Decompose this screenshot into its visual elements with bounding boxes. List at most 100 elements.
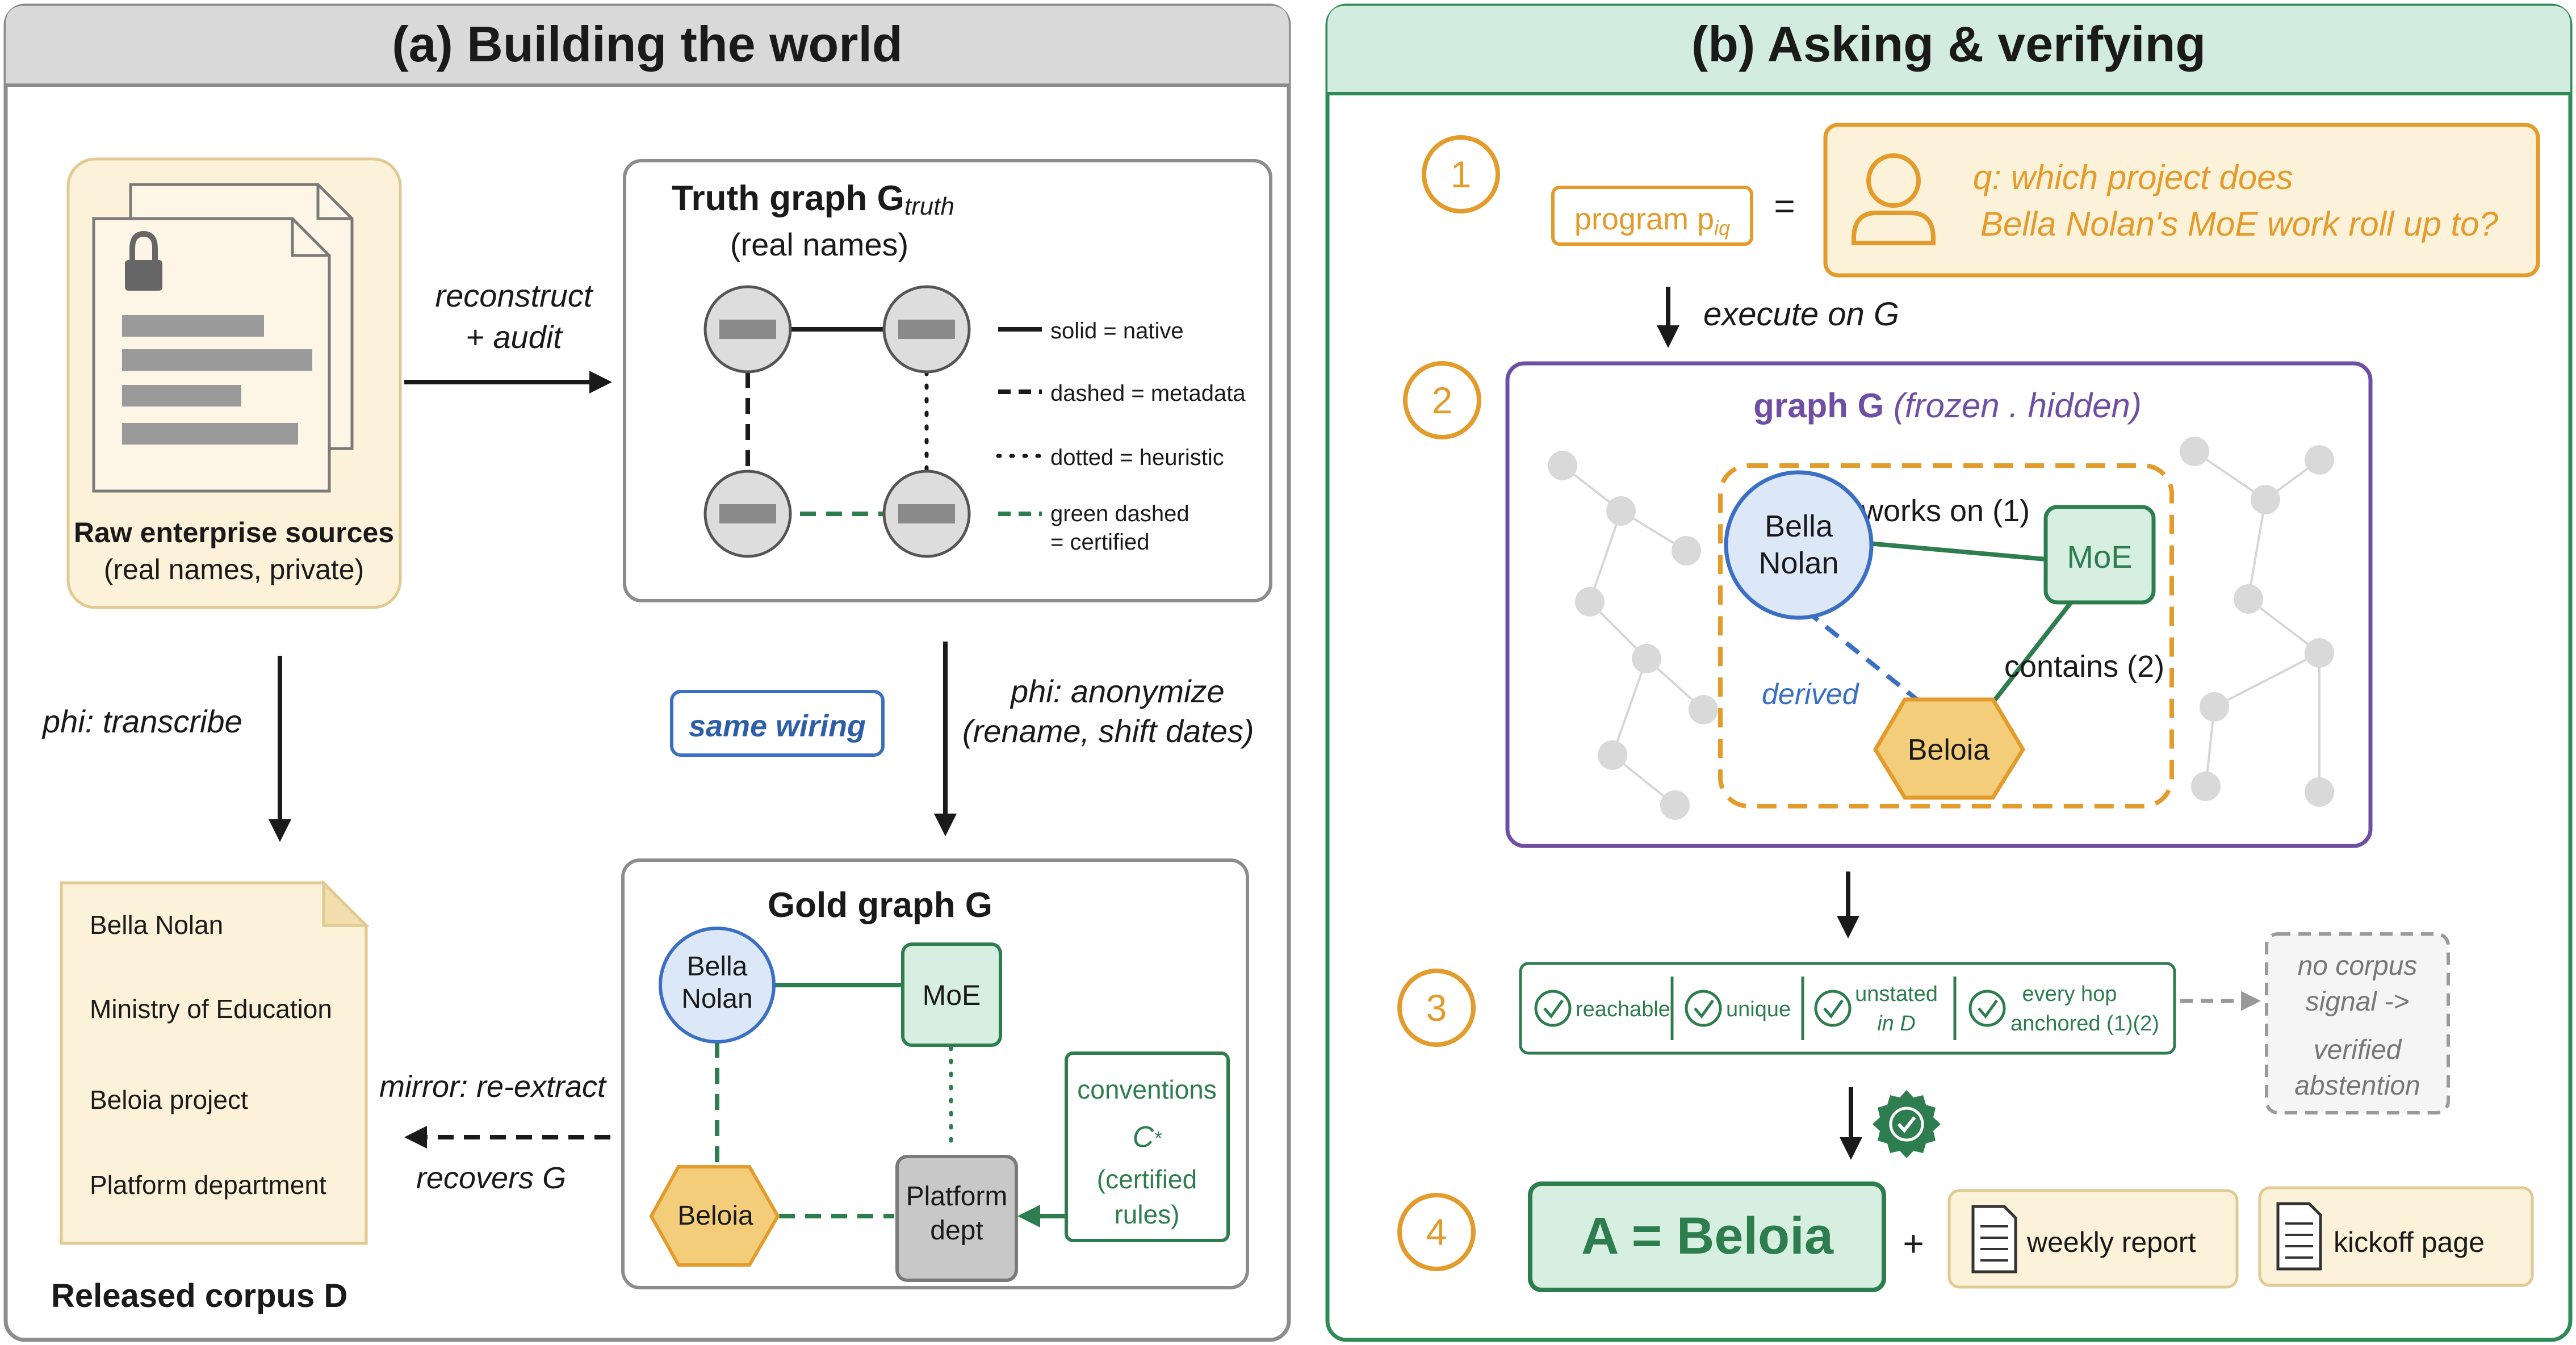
svg-text:2: 2 [1432, 379, 1453, 421]
svg-text:MoE: MoE [2067, 539, 2132, 575]
checks-bar: reachable unique unstated in D every hop… [1519, 962, 2176, 1055]
document-icon [2276, 1202, 2322, 1271]
check-icon [1968, 990, 2006, 1027]
truth-graph-legend: solid = native dashed = metadata dotted … [996, 319, 1246, 555]
corpus-item: Platform department [90, 1170, 326, 1200]
svg-text:dotted = heuristic: dotted = heuristic [1050, 445, 1224, 470]
corpus-item: Ministry of Education [90, 994, 332, 1024]
hidden-graph-box: graph G (frozen . hidden) [1505, 361, 2373, 848]
panel-a-title: (a) Building the world [392, 16, 902, 72]
svg-text:dept: dept [930, 1216, 983, 1246]
gold-graph-title: Gold graph G [768, 886, 992, 925]
execute-label: execute on G [1703, 296, 1899, 333]
raw-sources-card: Raw enterprise sources (real names, priv… [66, 157, 402, 609]
truth-node [882, 470, 971, 558]
edge-contains: contains (2) [2004, 650, 2164, 684]
gold-node-beloia: Beloia [649, 1165, 780, 1267]
svg-text:rules): rules) [1114, 1200, 1179, 1229]
shift-dates-label: (rename, shift dates) [962, 713, 1254, 749]
query-line2: Bella Nolan's MoE work roll up to? [1980, 205, 2498, 243]
check-unstated: unstated [1855, 982, 1938, 1006]
check-icon [1685, 990, 1722, 1027]
svg-text:same wiring: same wiring [689, 709, 866, 743]
svg-text:green dashed: green dashed [1050, 501, 1189, 526]
step-circle: 4 [1397, 1193, 1476, 1271]
lock-icon [125, 231, 162, 291]
svg-text:no corpus: no corpus [2298, 951, 2418, 981]
truth-node [882, 285, 971, 374]
truth-node [703, 285, 792, 374]
edge-derived: derived [1762, 678, 1860, 711]
svg-text:Nolan: Nolan [1758, 546, 1838, 580]
reconstruct-arrow: reconstruct + audit [404, 278, 612, 393]
svg-text:abstention: abstention [2294, 1071, 2420, 1101]
step-circle: 2 [1403, 361, 1481, 439]
edge-works-on: works on (1) [1861, 494, 2030, 528]
truth-graph-subtitle: (real names) [730, 227, 908, 262]
corpus-item: Beloia project [90, 1085, 248, 1114]
panel-a: (a) Building the world Raw enterprise so… [3, 3, 1291, 1342]
corpus-item: Bella Nolan [90, 910, 223, 940]
graph-node-moe: MoE [2043, 505, 2156, 605]
answer-plus: + [1903, 1223, 1924, 1264]
svg-text:weekly report: weekly report [2026, 1226, 2196, 1258]
mirror-arrow: mirror: re-extract recovers G [379, 1070, 610, 1195]
svg-text:Beloia: Beloia [677, 1201, 753, 1231]
same-wiring-badge: same wiring [670, 690, 885, 757]
svg-text:Bella: Bella [1765, 509, 1833, 543]
recovers-label: recovers G [416, 1161, 566, 1195]
truth-graph-title: Truth graph Gtruth [672, 179, 954, 220]
check-unstated-2: in D [1877, 1012, 1916, 1036]
anonymize-label: phi: anonymize [1010, 673, 1225, 709]
svg-text:program piq: program piq [1574, 202, 1730, 240]
svg-text:MoE: MoE [923, 979, 981, 1011]
step-circle: 3 [1397, 969, 1476, 1047]
verified-badge-icon [1873, 1090, 1941, 1158]
reconstruct-label: reconstruct [435, 278, 594, 313]
svg-text:kickoff page: kickoff page [2334, 1226, 2485, 1258]
svg-text:(certified: (certified [1097, 1164, 1197, 1194]
check-icon [1814, 990, 1852, 1027]
query-box: q: which project does Bella Nolan's MoE … [1823, 123, 2540, 278]
released-corpus-doc: Bella Nolan Ministry of Education Beloia… [60, 879, 370, 1245]
raw-sources-title: Raw enterprise sources [74, 517, 394, 548]
check-every-hop-2: anchored (1)(2) [2010, 1012, 2159, 1036]
doc-kickoff-page: kickoff page [2258, 1186, 2534, 1287]
user-icon [1852, 153, 1936, 245]
truth-graph-card: Truth graph Gtruth (real names) solid = … [623, 159, 1272, 602]
svg-text:signal ->: signal -> [2306, 987, 2410, 1017]
conventions-box: conventions C* (certified rules) [1065, 1051, 1230, 1242]
raw-sources-subtitle: (real names, private) [104, 554, 365, 585]
panel-b: (b) Asking & verifying 1 2 3 4 program p… [1325, 3, 2573, 1342]
program-box: program piq [1551, 186, 1753, 246]
mirror-label: mirror: re-extract [379, 1070, 607, 1104]
svg-text:C*: C* [1133, 1121, 1163, 1154]
check-icon [1534, 990, 1572, 1027]
svg-text:Beloia: Beloia [1908, 734, 1990, 766]
svg-text:conventions: conventions [1077, 1075, 1217, 1104]
program-equals: = [1774, 186, 1795, 227]
answer-box: A = Beloia [1528, 1181, 1886, 1292]
svg-text:Platform: Platform [906, 1181, 1008, 1212]
svg-text:= certified: = certified [1050, 530, 1150, 555]
gold-node-dept: Platform dept [895, 1155, 1018, 1282]
subgraph-region [1718, 463, 2174, 808]
svg-text:4: 4 [1426, 1211, 1447, 1253]
check-reachable: reachable [1576, 998, 1670, 1021]
svg-text:Bella: Bella [687, 952, 748, 982]
svg-text:A = Beloia: A = Beloia [1581, 1207, 1834, 1265]
released-corpus-caption: Released corpus D [51, 1277, 347, 1314]
gold-node-person: Bella Nolan [659, 927, 776, 1044]
svg-text:Nolan: Nolan [681, 984, 752, 1014]
panel-b-title: (b) Asking & verifying [1691, 16, 2206, 72]
svg-text:verified: verified [2314, 1035, 2402, 1065]
anonymize-arrow: phi: anonymize (rename, shift dates) [934, 642, 1254, 836]
gold-graph-card: Gold graph G Bella Nolan MoE Beloia Plat… [621, 858, 1249, 1289]
svg-text:solid = native: solid = native [1050, 319, 1184, 343]
svg-text:1: 1 [1451, 153, 1472, 195]
transcribe-label: phi: transcribe [41, 703, 242, 739]
hidden-graph-title: graph G (frozen . hidden) [1753, 387, 2142, 425]
svg-text:dashed = metadata: dashed = metadata [1050, 381, 1246, 406]
audit-label: + audit [466, 319, 563, 355]
